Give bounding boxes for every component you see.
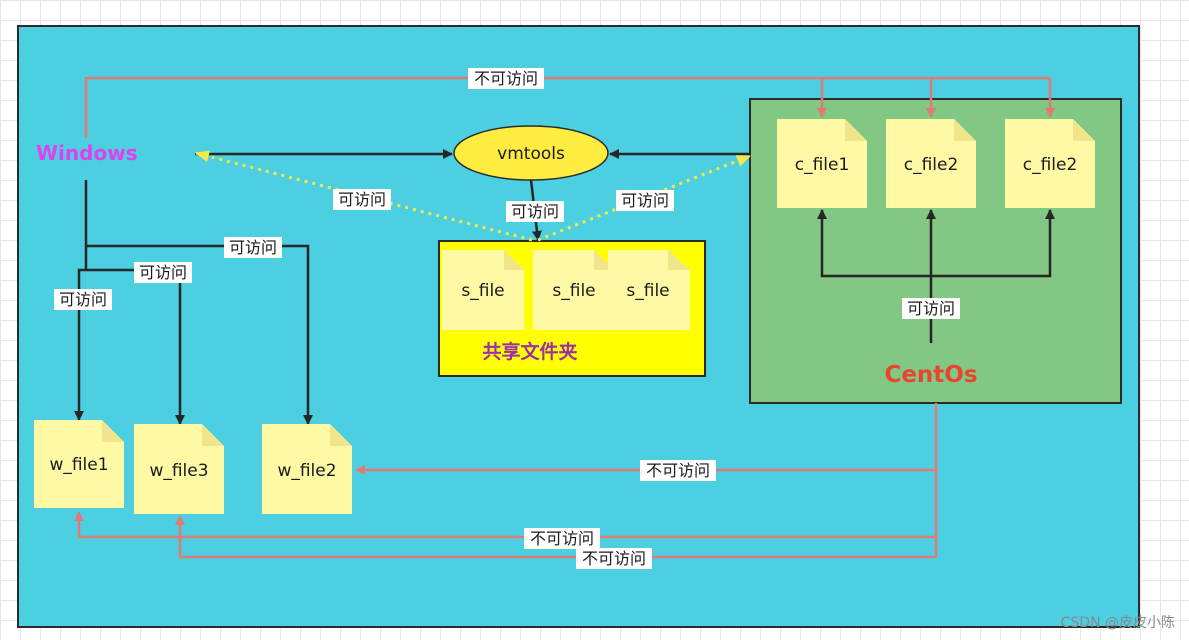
s-file-note-1: s_file (442, 250, 524, 330)
c-file3-label: c_file2 (1023, 155, 1078, 175)
arrow-windows-to-wfile1 (74, 268, 86, 421)
arrow-centos-to-wfile1 (74, 511, 936, 539)
label-centos-to-wfile2: 不可访问 (640, 460, 716, 481)
c-file1-note: c_file1 (777, 119, 867, 208)
w-file1-label: w_file1 (49, 455, 108, 475)
s-file-label-3: s_file (626, 281, 669, 301)
label-centos-to-wfile3: 不可访问 (576, 548, 652, 569)
label-windows-to-wfile1: 可访问 (54, 289, 112, 310)
w-file2-label: w_file2 (277, 461, 336, 481)
label-centos-to-wfile1: 不可访问 (524, 528, 600, 549)
arrow-share-to-windows (195, 150, 533, 242)
svg-text:可访问: 可访问 (907, 299, 955, 318)
label-centos-to-cfiles: 可访问 (902, 298, 960, 319)
label-windows-to-wfile2: 可访问 (224, 237, 282, 258)
vmtools-label: vmtools (497, 144, 565, 164)
arrow-centos-to-cfile1 (817, 209, 931, 278)
s-file-note-3: s_file (608, 250, 690, 330)
edge-labels: 不可访问 可访问 可访问 可访问 可访问 可访问 可访问 可访问 (54, 68, 960, 569)
svg-text:可访问: 可访问 (59, 290, 107, 309)
watermark: CSDN @皮皮小陈 (1060, 615, 1175, 631)
windows-label: Windows (36, 141, 138, 165)
label-vmtools-to-share: 可访问 (506, 201, 564, 222)
svg-text:不可访问: 不可访问 (474, 69, 538, 88)
svg-text:可访问: 可访问 (621, 191, 669, 210)
w-file1-note: w_file1 (34, 420, 124, 508)
c-file1-label: c_file1 (795, 155, 850, 175)
label-share-to-windows: 可访问 (333, 189, 391, 210)
arrow-windows-to-wfile2 (86, 244, 313, 425)
svg-text:可访问: 可访问 (229, 238, 277, 257)
svg-text:不可访问: 不可访问 (530, 529, 594, 548)
c-file3-note: c_file2 (1005, 119, 1095, 208)
label-windows-to-wfile3: 可访问 (134, 262, 192, 283)
c-file2-note: c_file2 (886, 119, 976, 208)
shared-folder-label: 共享文件夹 (482, 340, 577, 363)
label-share-to-centos: 可访问 (616, 190, 674, 211)
c-file2-label: c_file2 (904, 155, 959, 175)
svg-text:不可访问: 不可访问 (646, 461, 710, 480)
label-windows-to-cfiles: 不可访问 (468, 68, 544, 89)
s-file-label-2: s_file (552, 281, 595, 301)
w-file2-note: w_file2 (262, 424, 352, 514)
arrow-windows-to-cfiles (84, 76, 1050, 138)
svg-text:不可访问: 不可访问 (582, 549, 646, 568)
svg-text:可访问: 可访问 (511, 202, 559, 221)
arrow-centos-to-cfile3 (931, 209, 1055, 278)
s-file-label-1: s_file (461, 281, 504, 301)
svg-text:可访问: 可访问 (338, 190, 386, 209)
arrow-centos-to-wfile3 (175, 515, 936, 559)
svg-text:可访问: 可访问 (139, 263, 187, 282)
s-file-note-2: s_file (533, 250, 614, 330)
w-file3-note: w_file3 (134, 424, 224, 514)
w-file3-label: w_file3 (149, 461, 208, 481)
centos-label: CentOs (884, 362, 977, 388)
